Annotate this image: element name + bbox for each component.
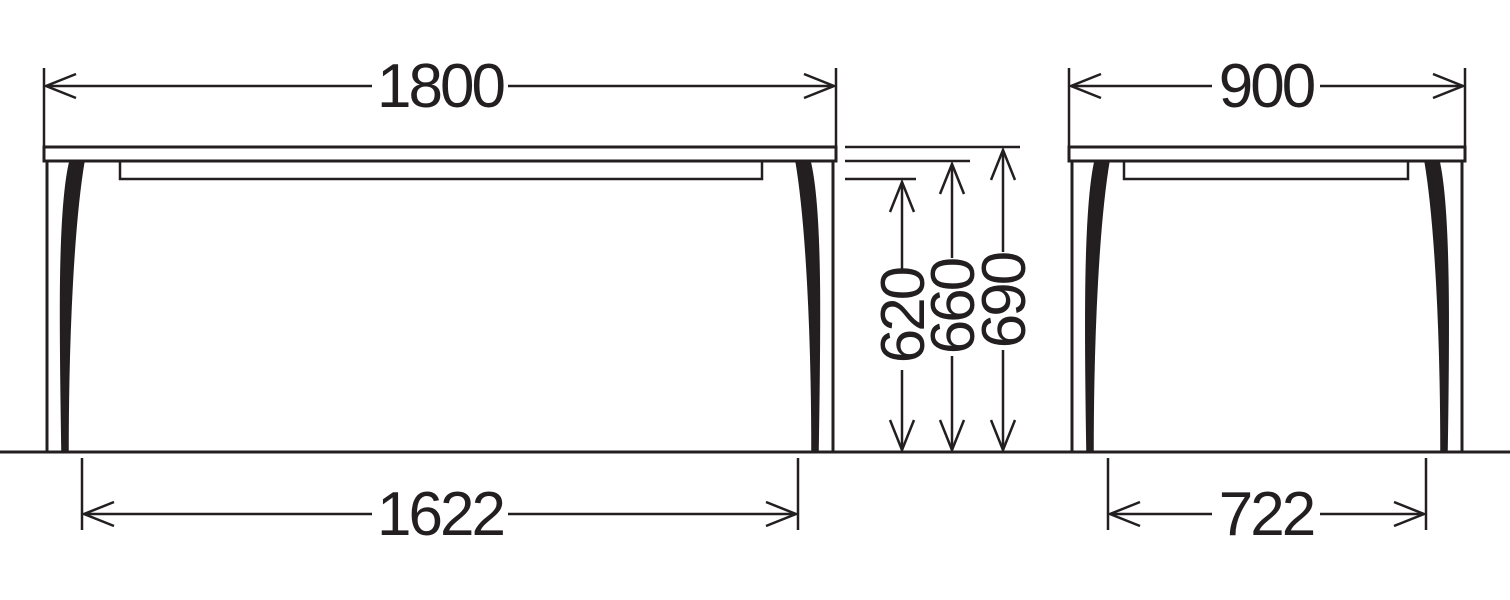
label-height-660: 660 xyxy=(919,258,988,354)
label-overall-depth: 900 xyxy=(1219,52,1315,121)
dimension-inner-depth: 722 xyxy=(1106,458,1428,549)
dimension-height-620: 620 xyxy=(869,178,938,454)
dimension-height-660: 660 xyxy=(919,160,988,454)
label-inner-depth: 722 xyxy=(1219,480,1314,549)
label-height-690: 690 xyxy=(970,252,1039,348)
side-view xyxy=(1067,145,1467,453)
dimension-height-690: 690 xyxy=(970,146,1039,454)
front-tabletop xyxy=(42,145,838,163)
label-inner-width: 1622 xyxy=(377,480,503,549)
side-right-leg xyxy=(1424,160,1464,453)
label-height-620: 620 xyxy=(869,267,938,363)
front-right-leg xyxy=(795,160,835,453)
front-apron xyxy=(118,159,764,181)
dimension-overall-width: 1800 xyxy=(42,52,838,146)
dimension-inner-width: 1622 xyxy=(80,458,800,549)
dimension-overall-depth: 900 xyxy=(1067,52,1467,146)
front-left-leg xyxy=(45,160,85,453)
label-overall-width: 1800 xyxy=(377,52,504,121)
side-tabletop xyxy=(1067,145,1467,163)
side-apron xyxy=(1122,159,1410,181)
front-view xyxy=(42,145,838,453)
side-left-leg xyxy=(1070,160,1110,453)
height-extension-lines xyxy=(845,145,1020,181)
